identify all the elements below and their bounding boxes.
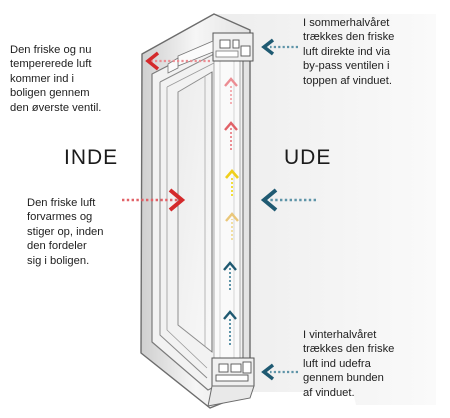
top-vent-profile — [167, 32, 254, 74]
callout-line: luft ind udefra — [303, 357, 371, 370]
callout-line: trækkes den friske — [303, 31, 395, 44]
callout-line: by-pass ventilen i — [303, 60, 390, 73]
callout-line: gennem bunden — [303, 372, 384, 385]
callout-line: Den friske luft — [27, 197, 96, 209]
callout-line: I sommerhalvåret — [303, 17, 390, 29]
callout-mid-left: Den friske luft forvarmes og stiger op, … — [27, 196, 104, 268]
callout-line: boligen gennem — [10, 87, 90, 100]
callout-line: tempererede luft — [10, 58, 92, 71]
callout-line: kommer ind i — [10, 72, 75, 85]
callout-line: luft direkte ind via — [303, 45, 391, 58]
glass-pane — [177, 71, 213, 354]
window-outer-frame — [214, 14, 436, 405]
callout-line: Den friske og nu — [10, 44, 92, 56]
outside-label: UDE — [284, 146, 332, 169]
callout-line: stiger op, inden — [27, 225, 104, 238]
chevron-up-icon — [223, 261, 237, 290]
arrow-left-icon — [260, 188, 316, 212]
callout-line: I vinterhalvåret — [303, 329, 377, 341]
inside-label: INDE — [64, 146, 119, 169]
callout-line: toppen af vinduet. — [303, 74, 392, 87]
arrow-left-icon — [145, 51, 210, 71]
callout-top-right: I sommerhalvåret trækkes den friske luft… — [303, 16, 394, 88]
bottom-vent-profile — [207, 357, 255, 407]
callout-line: sig i boligen. — [27, 254, 90, 267]
air-channel — [213, 59, 241, 369]
callout-bottom-right: I vinterhalvåret trækkes den friske luft… — [303, 328, 394, 400]
arrow-left-icon — [261, 38, 298, 56]
callout-line: forvarmes og — [27, 211, 93, 224]
arrow-right-icon — [122, 188, 186, 212]
arrow-left-icon — [261, 363, 298, 381]
callout-line: trækkes den friske — [303, 343, 395, 356]
chevron-up-icon — [223, 310, 237, 345]
chevron-up-icon — [225, 212, 239, 240]
callout-line: den fordeler — [27, 240, 87, 253]
chevron-up-icon — [225, 169, 239, 196]
chevron-up-icon — [224, 121, 238, 150]
callout-top-left: Den friske og nu tempererede luft kommer… — [10, 43, 101, 115]
callout-line: den øverste ventil. — [10, 101, 102, 114]
callout-line: af vinduet. — [303, 386, 355, 399]
chevron-up-icon — [224, 77, 238, 104]
